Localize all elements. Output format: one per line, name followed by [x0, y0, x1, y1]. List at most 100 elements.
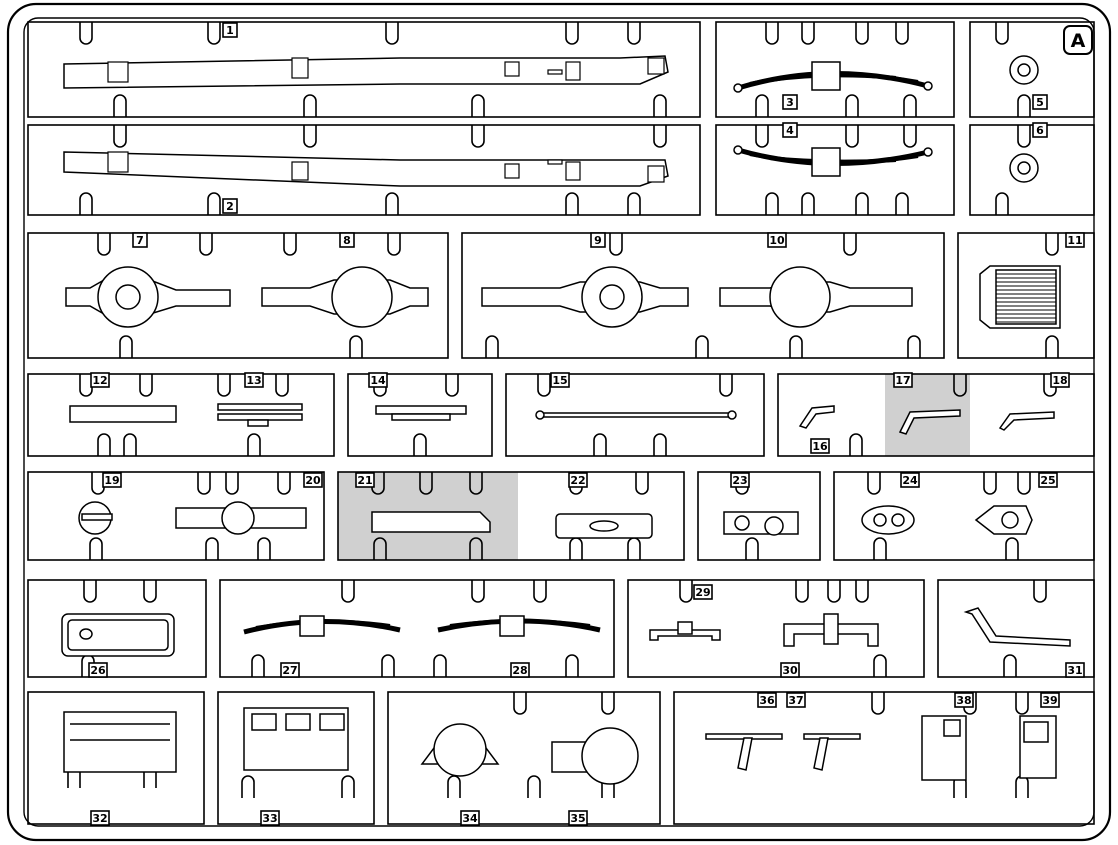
sprue-gate [627, 192, 641, 215]
sprue-gate [83, 580, 97, 603]
part-21-drawing [371, 511, 491, 533]
sprue-gate [277, 472, 291, 495]
sprue-gate [471, 94, 485, 117]
part-number: 34 [462, 812, 478, 825]
part-number: 5 [1036, 96, 1044, 109]
sprue-gate [419, 472, 433, 495]
part-17-drawing [898, 409, 961, 435]
sprue-gate [469, 537, 483, 560]
sprue-gate [855, 22, 869, 45]
sprue-gate [765, 22, 779, 45]
part-8-drawing [261, 266, 429, 328]
part-number-tag-19: 19 [102, 472, 122, 488]
sprue-gate [627, 22, 641, 45]
sprue-gate [963, 692, 977, 715]
part-number-tag-3: 3 [782, 94, 798, 110]
sprue-gate [1003, 654, 1017, 677]
part-number: 31 [1067, 664, 1082, 677]
sprue-gate [565, 192, 579, 215]
sprue-gate [1017, 125, 1031, 148]
part-26-drawing [61, 613, 175, 657]
sprue-gate [843, 233, 857, 256]
part-number-tag-6: 6 [1032, 122, 1048, 138]
sprue-gate [303, 94, 317, 117]
sprue-gate [903, 125, 917, 148]
part-24-drawing [861, 505, 915, 535]
part-29-drawing [649, 621, 721, 641]
sprue-gate [953, 374, 967, 397]
sprue-gate [385, 192, 399, 215]
sprue-gate [855, 192, 869, 215]
part-number: 32 [92, 812, 107, 825]
part-number: 28 [512, 664, 527, 677]
sprue-gate [601, 692, 615, 715]
sprue-gate [471, 580, 485, 603]
sprue-gate [113, 94, 127, 117]
part-28-drawing [437, 615, 601, 637]
part-number: 14 [370, 374, 386, 387]
part-number-tag-25: 25 [1038, 472, 1058, 488]
part-number-tag-1: 1 [222, 22, 238, 38]
sprue-gate [593, 433, 607, 456]
part-number-tag-14: 14 [368, 372, 388, 388]
sprue-gate [765, 192, 779, 215]
sprue-gate [199, 233, 213, 256]
part-39-drawing [1019, 715, 1057, 779]
sprue-gate [903, 94, 917, 117]
sprue-gate [801, 192, 815, 215]
sprue-gate [609, 233, 623, 256]
part-number-tag-5: 5 [1032, 94, 1048, 110]
sprue-gate [143, 580, 157, 603]
part-18-drawing [998, 411, 1055, 431]
part-number: 35 [570, 812, 585, 825]
part-number-tag-17: 17 [893, 372, 913, 388]
part-3-drawing [733, 61, 933, 93]
sprue-gate [895, 22, 909, 45]
sprue-gate [373, 537, 387, 560]
sprue-gate [565, 654, 579, 677]
sprue-gate [1005, 537, 1019, 560]
sprue-gate [533, 580, 547, 603]
part-number-tag-11: 11 [1065, 232, 1085, 248]
part-20-drawing [175, 501, 307, 535]
sprue-gate [845, 125, 859, 148]
sprue-gate [445, 374, 459, 397]
part-number: 10 [769, 234, 785, 247]
part-5-drawing [1009, 55, 1039, 85]
sprue-gate [247, 433, 261, 456]
part-32-drawing [63, 711, 177, 773]
part-number: 36 [759, 694, 775, 707]
sprue-gate [371, 472, 385, 495]
part-number-tag-38: 38 [954, 692, 974, 708]
sprue-gate [123, 433, 137, 456]
part-10-drawing [719, 266, 913, 328]
part-number: 3 [786, 96, 794, 109]
sprue-gate [257, 537, 271, 560]
part-22-drawing [555, 513, 653, 539]
sprue-gate [251, 654, 265, 677]
part-number: 25 [1040, 474, 1055, 487]
part-number-tag-33: 33 [260, 810, 280, 826]
part-number-tag-16: 16 [810, 438, 830, 454]
sprue-gate [205, 537, 219, 560]
cells [27, 21, 1095, 825]
part-9-drawing [481, 266, 689, 328]
sprue-gate [755, 125, 769, 148]
part-number: 37 [788, 694, 803, 707]
sprue-gate [569, 472, 583, 495]
sprue-gate [119, 335, 133, 358]
part-number-tag-35: 35 [568, 810, 588, 826]
sprue-gate [1043, 374, 1057, 397]
part-31-drawing [963, 607, 1071, 647]
sprue-gate [849, 433, 863, 456]
sprue-gate [139, 374, 153, 397]
part-12-drawing [69, 405, 177, 423]
sprue-gate [283, 233, 297, 256]
part-23-drawing [723, 511, 799, 536]
sprue-gate [1017, 94, 1031, 117]
part-1-details [107, 57, 665, 183]
part-number: 21 [357, 474, 372, 487]
sprue-gate [97, 433, 111, 456]
sprue-gate [387, 233, 401, 256]
